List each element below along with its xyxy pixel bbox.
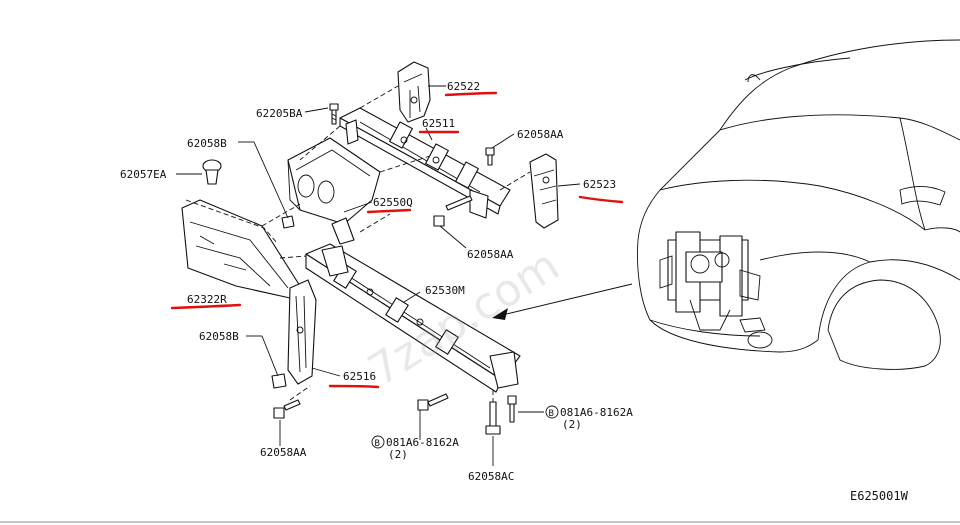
label-62511: 62511	[422, 117, 455, 130]
bolt-marker-right: B	[549, 409, 554, 419]
bolt-62058AA-bottom	[273, 399, 301, 419]
bolt-081A6-left	[417, 393, 449, 411]
label-62058AA-top: 62058AA	[517, 128, 564, 141]
label-bolt-left: B 081A6-8162A (2)	[371, 435, 459, 461]
part-62516-side-bracket	[287, 279, 317, 385]
bolt-right-code: 081A6-8162A	[560, 406, 633, 419]
bolt-left-qty: (2)	[388, 448, 408, 461]
bolt-left-code: 081A6-8162A	[386, 436, 459, 449]
location-arrow	[492, 283, 633, 320]
bolt-right-qty: (2)	[562, 418, 582, 431]
part-62322R-air-guide	[181, 199, 301, 299]
label-62057EA: 62057EA	[120, 168, 167, 181]
part-62523-bracket	[529, 153, 559, 229]
bolt-62205BA	[329, 103, 339, 125]
clip-62058B-top	[281, 215, 295, 229]
label-62530M: 62530M	[425, 284, 465, 297]
label-62516: 62516	[343, 370, 376, 383]
label-62058B-bottom: 62058B	[199, 330, 239, 343]
bolt-62058AC	[485, 401, 501, 435]
label-62058B-top: 62058B	[187, 137, 227, 150]
label-62058AC: 62058AC	[468, 470, 514, 483]
label-bolt-right: B 081A6-8162A (2)	[545, 405, 633, 431]
label-62058AA-mid: 62058AA	[467, 248, 514, 261]
label-62550Q: 62550Q	[373, 196, 413, 209]
car-outline	[637, 39, 960, 370]
label-62058AA-bottom: 62058AA	[260, 446, 307, 459]
part-62530M-lower-member	[305, 243, 521, 393]
bolt-marker-left: B	[375, 439, 380, 449]
label-62205BA: 62205BA	[256, 107, 303, 120]
part-62522-bracket	[397, 61, 431, 123]
clip-62057EA	[202, 159, 222, 185]
diagram-code: E625001W	[850, 489, 909, 503]
bolt-62058AA-top	[485, 147, 495, 166]
highlight-underlines	[170, 91, 624, 389]
part-62550Q-lamp-bracket	[287, 137, 381, 245]
bolt-081A6-right	[507, 395, 517, 423]
label-62522: 62522	[447, 80, 480, 93]
bolt-62058AA-mid	[433, 195, 473, 227]
part-62511-upper-member	[339, 107, 511, 219]
label-62523: 62523	[583, 178, 616, 191]
clip-62058B-bottom	[271, 373, 287, 389]
label-62322R: 62322R	[187, 293, 227, 306]
